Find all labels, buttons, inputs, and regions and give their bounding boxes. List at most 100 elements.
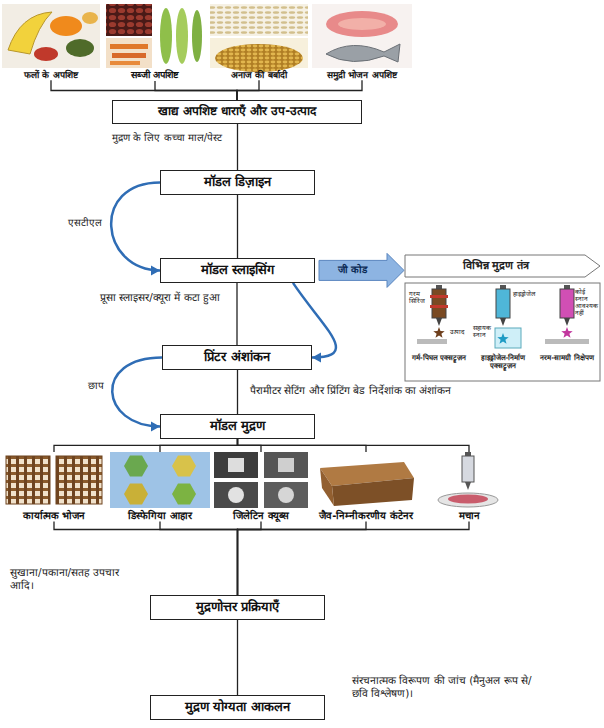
functional-food-photo (6, 456, 102, 504)
process-box: मॉडल स्लाइसिंग (160, 258, 315, 283)
photo-caption: जैव-निम्नीकरणीय कंटेनर (314, 510, 418, 522)
arrow-head (151, 265, 160, 275)
connector-path (237, 80, 362, 100)
mechanism-item: गरम सिरिंज उत्पाद गर्म-पिघल एक्सट्रूज़न (409, 285, 469, 379)
connector-line (237, 80, 362, 100)
scaffold-photo (438, 452, 498, 507)
block-arrow (319, 253, 404, 287)
connector-path (238, 522, 470, 596)
connector-path (160, 439, 238, 452)
edge-label: पैरामीटर सेटिंग और प्रिंटिंग बेड निर्देश… (250, 384, 465, 397)
edge-label: एसटीएल (40, 217, 102, 229)
part-label: उत्पाद (450, 329, 470, 336)
connector-line (238, 522, 262, 596)
connector-line (238, 439, 470, 452)
connector-line (238, 522, 367, 596)
connector-line (237, 195, 238, 258)
connector-path (112, 357, 162, 426)
connector-path (54, 439, 238, 452)
process-box: खाद्य अपशिष्ट धाराएँ और उप-उत्पाद (112, 100, 362, 124)
photo-caption: सब्जी अपशिष्ट (106, 70, 204, 81)
process-box: मुद्रण योग्यता आकलन (150, 695, 325, 720)
photo-caption: समुद्री भोजन अपशिष्ट (312, 70, 412, 80)
connector-path (54, 522, 238, 596)
photo-tile: मचान (424, 452, 514, 522)
mechanism-panel: विभिन्न मुद्रण तंत्र गरम सिरिंज उत्पाद गर्म… (405, 255, 600, 381)
process-box: मॉडल डिज़ाइन (160, 170, 315, 195)
photo-tile: कार्यात्मक भोजन (4, 452, 104, 522)
photo-tile: जैव-निम्नीकरणीय कंटेनर (314, 452, 418, 522)
box-label: मॉडल स्लाइसिंग (201, 262, 275, 279)
connector-path (238, 522, 262, 596)
part-label: हाइड्रोजेल (513, 291, 533, 298)
curved-arrow (112, 357, 162, 431)
connector-line (51, 80, 237, 100)
connector-path (238, 439, 470, 452)
edge-label: मुद्रण के लिए कच्चा माल/पेस्ट (112, 132, 230, 144)
grain-waste-photo (210, 4, 308, 72)
connector-line (155, 81, 237, 100)
panel-heading: विभिन्न मुद्रण तंत्र (405, 255, 587, 277)
curved-arrow (111, 182, 160, 275)
connector-path (237, 620, 238, 695)
container-photo (320, 462, 414, 506)
mechanism-panel (405, 255, 600, 381)
part-label: गरम सिरिंज (409, 291, 430, 305)
connector-line (160, 522, 238, 596)
connector-path (236, 283, 237, 345)
part-label: सहायक स्नान (473, 325, 493, 339)
connector-path (51, 80, 237, 100)
photo-caption: मचान (424, 510, 514, 522)
mechanism-item: कोई स्नान आवश्यक नहीं नरम-सामग्री निक्षेप… (537, 285, 597, 379)
arrow-label: जी कोड (338, 264, 367, 276)
photo-caption: कार्यात्मक भोजन (4, 510, 104, 522)
box-label: मॉडल डिज़ाइन (204, 174, 272, 191)
photo-caption: जिलेटिन क्यूब्स (212, 510, 310, 522)
photo-caption: अनाज की बर्बादी (210, 70, 308, 80)
connector-path (237, 370, 238, 414)
block-arrow-shape (319, 253, 404, 287)
mechanism-item: सहायक स्नानहाइड्रोजेलहाइड्रोजेल-निर्माण … (473, 285, 533, 379)
connector-line (54, 439, 238, 452)
photo-caption: डिस्फेगिया आहार (110, 510, 210, 522)
connector-line (237, 620, 238, 695)
edge-label: प्रूसा स्लाइसर/क्यूरा में कटा हुआ (100, 291, 230, 304)
connector-line (237, 283, 238, 345)
seafood-waste-photo (312, 4, 412, 68)
photo-tile: डिस्फेगिया आहार (110, 452, 210, 522)
part-label: कोई स्नान आवश्यक नहीं (575, 289, 597, 318)
arrow-head (312, 352, 321, 362)
note-text: संरचनात्मक विरूपण की जांच (मैनुअल रूप से… (352, 674, 532, 699)
connector-line (160, 439, 238, 452)
box-label: मुद्रणोत्तर प्रक्रियाएँ (196, 599, 280, 616)
box-label: खाद्य अपशिष्ट धाराएँ और उप-उत्पाद (158, 104, 317, 120)
mechanism-caption: गर्म-पिघल एक्सट्रूज़न (409, 355, 469, 363)
process-box: मुद्रणोत्तर प्रक्रियाएँ (150, 595, 325, 620)
photo-tile: अनाज की बर्बादी (210, 4, 308, 80)
gelatin-cubes-photo (214, 452, 308, 508)
note-text: सुखाना/पकाना/सतह उपचार आदि। (10, 566, 138, 591)
connector-line (237, 124, 238, 170)
box-label: प्रिंटर अंशांकन (204, 349, 270, 366)
edge-label: छाप (46, 380, 104, 392)
connector-path (237, 195, 238, 258)
mechanism-caption: नरम-सामग्री निक्षेपण (537, 355, 597, 363)
connector-path (155, 81, 237, 100)
connector-path (237, 124, 238, 170)
photo-tile: जिलेटिन क्यूब्स (212, 452, 310, 522)
connector-line (237, 370, 238, 414)
connector-path (111, 182, 160, 270)
box-label: मुद्रण योग्यता आकलन (185, 699, 290, 716)
vegetable-waste-photo (106, 4, 204, 68)
photo-tile: फलों के अपशिष्ट (2, 4, 100, 80)
photo-caption: फलों के अपशिष्ट (2, 70, 100, 80)
dysphagia-diet-photo (110, 452, 210, 508)
process-box: मॉडल मुद्रण (160, 414, 315, 439)
box-label: मॉडल मुद्रण (210, 418, 266, 435)
fruit-waste-photo (2, 4, 100, 68)
arrow-head (151, 421, 160, 431)
connector-path (238, 522, 367, 596)
connector-path (160, 522, 238, 596)
connector-line (54, 522, 238, 596)
